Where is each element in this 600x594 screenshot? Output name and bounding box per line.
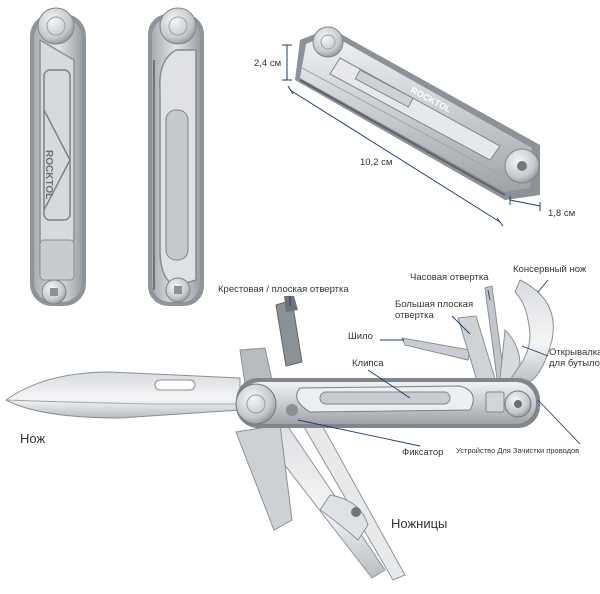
label-knife: Нож xyxy=(20,431,46,446)
label-bottle-opener: Открывалка для бутылок xyxy=(549,347,600,369)
dimension-length-label: 10,2 см xyxy=(360,157,393,168)
label-large-flat-line2: отвертка xyxy=(395,310,434,321)
label-large-flat-line1: Большая плоская xyxy=(395,299,474,310)
label-bottle-line2: для бутылок xyxy=(549,358,600,369)
leader-lines xyxy=(289,279,581,447)
open-multitool xyxy=(5,279,554,581)
label-lock: Фиксатор xyxy=(402,447,444,458)
label-bottle-line1: Открывалка xyxy=(549,347,600,358)
label-watch-screwdriver: Часовая отвертка xyxy=(410,272,489,283)
dimension-width-label: 1,8 см xyxy=(548,208,576,219)
label-phillips-screwdriver: Крестовая / плоская отвертка xyxy=(218,284,349,295)
dimension-height-label: 2,4 см xyxy=(254,58,282,69)
closed-tool-side-view xyxy=(148,7,204,306)
closed-tool-angled-view: ROCKTOL xyxy=(295,26,540,200)
label-clip: Клипса xyxy=(352,358,384,369)
label-wire-stripper: Устройство Для Зачистки проводов xyxy=(456,446,580,455)
label-can-opener: Консервный нож xyxy=(513,264,587,275)
closed-tool-front-view: ROCKTOL xyxy=(30,7,86,306)
label-awl: Шило xyxy=(348,331,373,342)
dimension-lines xyxy=(282,44,541,227)
label-scissors: Ножницы xyxy=(391,516,448,531)
brand-logo-front: ROCKTOL xyxy=(43,150,54,199)
label-large-flat-screwdriver: Большая плоская отвертка xyxy=(395,299,473,321)
